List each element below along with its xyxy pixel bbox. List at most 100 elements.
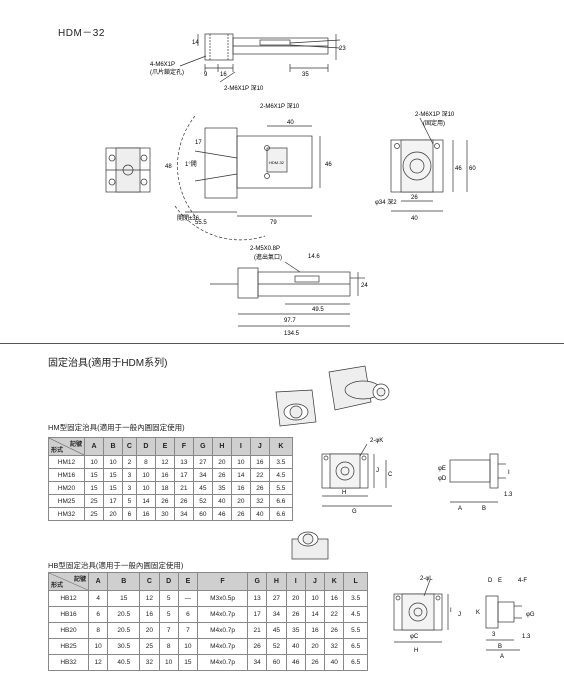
table-cell: 8: [135, 455, 156, 469]
table-cell: 20: [230, 494, 251, 508]
dim-bottom-24: 24: [361, 283, 368, 289]
section-title: 固定治具(適用于HDM系列): [48, 358, 168, 369]
table-cell: 3: [121, 481, 137, 495]
hm-col-c: C: [121, 437, 137, 456]
table-cell: 8: [87, 622, 109, 639]
hm-col-f: F: [173, 437, 194, 456]
hm-col-b: B: [102, 437, 123, 456]
table-cell: 12: [139, 590, 160, 607]
table-cell: HB16: [48, 606, 89, 623]
hm-label-j: J: [376, 468, 379, 474]
hb-label-2-phi-l: 2-φL: [420, 576, 433, 582]
table-cell: 14: [304, 606, 326, 623]
hb-col-f: F: [197, 572, 249, 591]
table-cell: M4x0.7p: [197, 654, 249, 671]
table-cell: 34: [266, 606, 287, 623]
table-cell: 26: [249, 481, 270, 495]
table-cell: 40: [285, 638, 306, 655]
table-cell: 13: [247, 590, 268, 607]
table-cell: 6.6: [268, 507, 294, 521]
table-cell: 32: [249, 494, 270, 508]
table-cell: 40: [249, 507, 270, 521]
table-cell: 34: [192, 468, 213, 482]
table-cell: 10: [84, 455, 104, 469]
right-end-view-drawing: 2-M6X1P 深10 (固定用) 46 60 26 40 φ34 深2: [375, 110, 476, 222]
hb-table-header-row: 記號 形式 A B C D E F G H I J K L: [48, 572, 368, 591]
hb-col-g: G: [247, 572, 268, 591]
label-angle: 1°開: [185, 161, 197, 168]
table-cell: 26: [285, 606, 306, 623]
table-cell: 35: [211, 481, 232, 495]
dim-9: 9: [204, 72, 208, 78]
dim-bottom-49-5: 49.5: [312, 307, 324, 313]
table-cell: M4x0.7p: [197, 638, 249, 655]
hm-table-header-row: 記號 形式 A B C D E F G H I J K: [48, 437, 294, 456]
table-cell: 10: [177, 638, 199, 655]
table-cell: 20: [211, 455, 232, 469]
table-cell: 14: [135, 494, 156, 508]
note-depth: φ34 深2: [375, 198, 397, 206]
table-cell: 21: [173, 481, 194, 495]
table-cell: 45: [266, 622, 287, 639]
table-cell: 15: [107, 590, 141, 607]
table-cell: 6.6: [268, 494, 294, 508]
section-divider: [0, 343, 564, 344]
fixture-3d-illustration-large: [328, 365, 390, 411]
table-cell: 10: [304, 590, 326, 607]
table-cell: 30.5: [107, 638, 141, 655]
hb-table-title: HB型固定治具(適用于一般內圓固定使用): [48, 561, 184, 570]
table-cell: 17: [247, 606, 268, 623]
dim-right-26: 26: [411, 195, 418, 201]
hb-col-c: C: [139, 572, 160, 591]
table-cell: HB20: [48, 622, 89, 639]
hb-label-phi-c: φC: [410, 634, 419, 640]
note-right-fix: (固定用): [423, 119, 445, 127]
table-cell: HB12: [48, 590, 89, 607]
hm-label-phi-d: φD: [438, 476, 447, 482]
table-cell: 45: [192, 481, 213, 495]
hb-label-b: B: [498, 644, 502, 650]
fixture-3d-illustration-small: [275, 389, 317, 427]
dim-middle-40: 40: [287, 120, 294, 126]
hb-label-1-3: 1.3: [522, 634, 531, 640]
table-cell: M4x0.7p: [197, 606, 249, 623]
table-cell: 40: [324, 654, 345, 671]
table-cell: 60: [192, 507, 213, 521]
dim-bottom-134-5: 134.5: [284, 331, 300, 337]
table-cell: 17: [173, 468, 194, 482]
hm-label-i: I: [508, 470, 510, 476]
table-cell: 5.5: [268, 481, 294, 495]
table-cell: 10: [87, 638, 109, 655]
table-cell: 40: [211, 494, 232, 508]
table-cell: 20.5: [107, 622, 141, 639]
note-right-m6: 2-M6X1P 深10: [415, 110, 455, 118]
table-cell: 13: [173, 455, 194, 469]
hb-label-i: I: [450, 608, 452, 614]
table-cell: M3x0.5p: [197, 590, 249, 607]
label-stamp: HDM-32: [269, 160, 285, 165]
note-m6-lock: 4-M6X1P: [150, 62, 175, 68]
table-cell: 20: [304, 638, 326, 655]
table-cell: 20.5: [107, 606, 141, 623]
end-view-drawing: [105, 147, 151, 193]
hm-label-h: H: [342, 490, 346, 496]
table-cell: 46: [211, 507, 232, 521]
dim-middle-48: 48: [165, 164, 172, 170]
hb-label-a: A: [500, 654, 504, 660]
table-cell: 10: [135, 481, 156, 495]
note-air-inout: (進出氣口): [254, 253, 282, 261]
table-cell: 16: [249, 455, 270, 469]
table-cell: 7: [158, 622, 179, 639]
hb-col-d: D: [158, 572, 179, 591]
dim-middle-79: 79: [270, 220, 277, 226]
table-cell: 16: [304, 622, 326, 639]
table-cell: 10: [135, 468, 156, 482]
note-air-port: 2-M5X0.8P: [250, 246, 280, 252]
table-cell: 26: [324, 622, 345, 639]
table-cell: 21: [247, 622, 268, 639]
table-cell: 26: [173, 494, 194, 508]
